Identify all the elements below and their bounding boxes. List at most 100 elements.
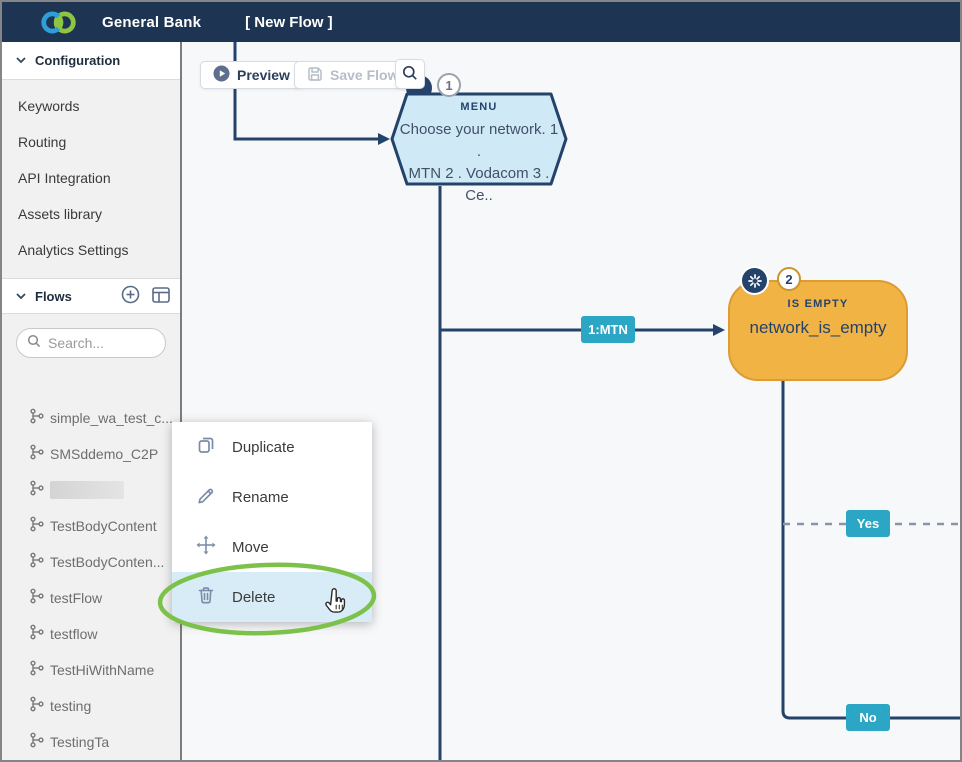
flow-search-box[interactable] <box>16 328 166 358</box>
flow-canvas[interactable]: MENU Choose your network. 1 . MTN 2 . Vo… <box>182 42 960 760</box>
sidebar-item-assets-library[interactable]: Assets library <box>2 196 180 232</box>
configuration-section-header[interactable]: Configuration <box>2 42 180 80</box>
chevron-down-icon <box>16 287 26 305</box>
flow-context-menu: Duplicate Rename <box>172 422 372 622</box>
badge-number: 1 <box>445 77 453 93</box>
redacted-flow-name <box>50 481 124 499</box>
sidebar-item-label: API Integration <box>18 170 111 186</box>
node-order-badge: 2 <box>777 267 801 291</box>
top-navbar: General Bank [ New Flow ] <box>2 2 960 42</box>
move-icon <box>196 534 216 560</box>
sidebar-item-api-integration[interactable]: API Integration <box>2 160 180 196</box>
flow-branch-icon <box>30 624 44 645</box>
configuration-label: Configuration <box>35 53 121 68</box>
flow-item[interactable]: TestingTa <box>2 724 180 760</box>
duplicate-icon <box>196 435 216 460</box>
flow-branch-icon <box>30 408 44 429</box>
node-order-badge: 1 <box>437 73 461 97</box>
sidebar-item-label: Analytics Settings <box>18 242 129 258</box>
pencil-icon <box>196 485 216 510</box>
search-icon <box>402 65 418 84</box>
flow-list: simple_wa_test_c... SMSddemo_C2P TestBod… <box>2 400 180 760</box>
flow-branch-icon <box>30 732 44 753</box>
flow-item[interactable]: testFlow <box>2 580 180 616</box>
add-circle-icon <box>121 285 140 307</box>
flow-item-label: TestingTa <box>50 734 110 750</box>
flow-item[interactable]: simple_wa_test_c... <box>2 400 180 436</box>
current-flow-title: [ New Flow ] <box>245 13 333 31</box>
sidebar-item-analytics-settings[interactable]: Analytics Settings <box>2 232 180 268</box>
menu-item-label: Move <box>232 538 269 556</box>
flow-branch-icon <box>30 660 44 681</box>
menu-item-delete[interactable]: Delete <box>172 572 372 622</box>
menu-item-label: Duplicate <box>232 438 295 456</box>
edge-label-mtn[interactable]: 1:MTN <box>581 316 635 343</box>
brand-name: General Bank <box>102 13 202 31</box>
flow-item-label: testing <box>50 698 92 714</box>
sidebar-item-label: Assets library <box>18 206 103 222</box>
edge-label-no[interactable]: No <box>846 704 890 731</box>
sidebar-item-routing[interactable]: Routing <box>2 124 180 160</box>
flow-branch-icon <box>30 552 44 573</box>
flow-item[interactable]: SMSddemo_C2P <box>2 436 180 472</box>
save-flow-button[interactable]: Save Flow <box>294 61 412 89</box>
badge-number: 2 <box>785 271 793 287</box>
flow-edges <box>233 42 960 760</box>
search-input[interactable] <box>48 335 158 351</box>
add-flow-button[interactable] <box>119 283 142 309</box>
flow-item[interactable]: testing <box>2 688 180 724</box>
sidebar-item-label: Routing <box>18 134 67 150</box>
flow-item-redacted[interactable] <box>2 472 180 508</box>
flow-item-label: TestBodyContent <box>50 518 157 534</box>
node-is-empty[interactable]: IS EMPTY network_is_empty <box>728 280 908 381</box>
save-floppy-icon <box>307 66 323 85</box>
menu-node-shape <box>390 92 568 186</box>
menu-item-label: Rename <box>232 488 289 506</box>
flows-section-header[interactable]: Flows <box>2 278 180 314</box>
flows-label: Flows <box>35 288 72 304</box>
node-text-line1: Choose your network. 1 . <box>399 121 559 160</box>
flow-item-label: simple_wa_test_c... <box>50 410 173 426</box>
node-text-line2: MTN 2 . Vodacom 3 . Ce.. <box>408 165 550 204</box>
flow-branch-icon <box>30 696 44 717</box>
menu-item-move[interactable]: Move <box>172 522 372 572</box>
menu-item-duplicate[interactable]: Duplicate <box>172 422 372 472</box>
node-text: network_is_empty <box>749 318 887 337</box>
brand-logo-icon <box>38 9 80 36</box>
edge-label-yes[interactable]: Yes <box>846 510 890 537</box>
flow-branch-icon <box>30 588 44 609</box>
chevron-down-icon <box>16 57 26 64</box>
sidebar-item-label: Keywords <box>18 98 80 114</box>
flow-branch-icon <box>30 444 44 465</box>
menu-item-label: Delete <box>232 588 276 606</box>
flow-item[interactable]: TestHiWithName <box>2 652 180 688</box>
flow-item-label: testFlow <box>50 590 103 606</box>
search-icon <box>27 334 41 353</box>
preview-label: Preview <box>237 67 290 83</box>
flows-board-view-button[interactable] <box>150 285 172 308</box>
left-sidebar: Configuration Keywords Routing API Integ… <box>2 42 182 760</box>
node-type-label: IS EMPTY <box>787 298 849 310</box>
board-view-icon <box>152 286 170 306</box>
sidebar-item-keywords[interactable]: Keywords <box>2 88 180 124</box>
configuration-list: Keywords Routing API Integration Assets … <box>2 80 180 268</box>
node-text: Choose your network. 1 . MTN 2 . Vodacom… <box>398 119 560 207</box>
preview-button[interactable]: Preview <box>200 61 303 89</box>
flow-item-label: TestHiWithName <box>50 662 155 678</box>
trash-icon <box>196 585 216 610</box>
menu-item-rename[interactable]: Rename <box>172 472 372 522</box>
save-flow-label: Save Flow <box>330 67 399 83</box>
spark-icon <box>740 266 769 295</box>
flow-branch-icon <box>30 480 44 501</box>
flow-item-label: TestBodyConten... <box>50 554 165 570</box>
flow-item-label: testflow <box>50 626 98 642</box>
node-type-label: MENU <box>460 101 498 113</box>
flow-item[interactable]: TestBodyConten... <box>2 544 180 580</box>
flow-item[interactable]: TestBodyContent <box>2 508 180 544</box>
canvas-search-button[interactable] <box>395 59 425 89</box>
flow-item[interactable]: testflow <box>2 616 180 652</box>
node-menu[interactable]: MENU Choose your network. 1 . MTN 2 . Vo… <box>390 92 568 204</box>
flow-item-label: SMSddemo_C2P <box>50 446 159 462</box>
play-circle-icon <box>213 65 230 85</box>
